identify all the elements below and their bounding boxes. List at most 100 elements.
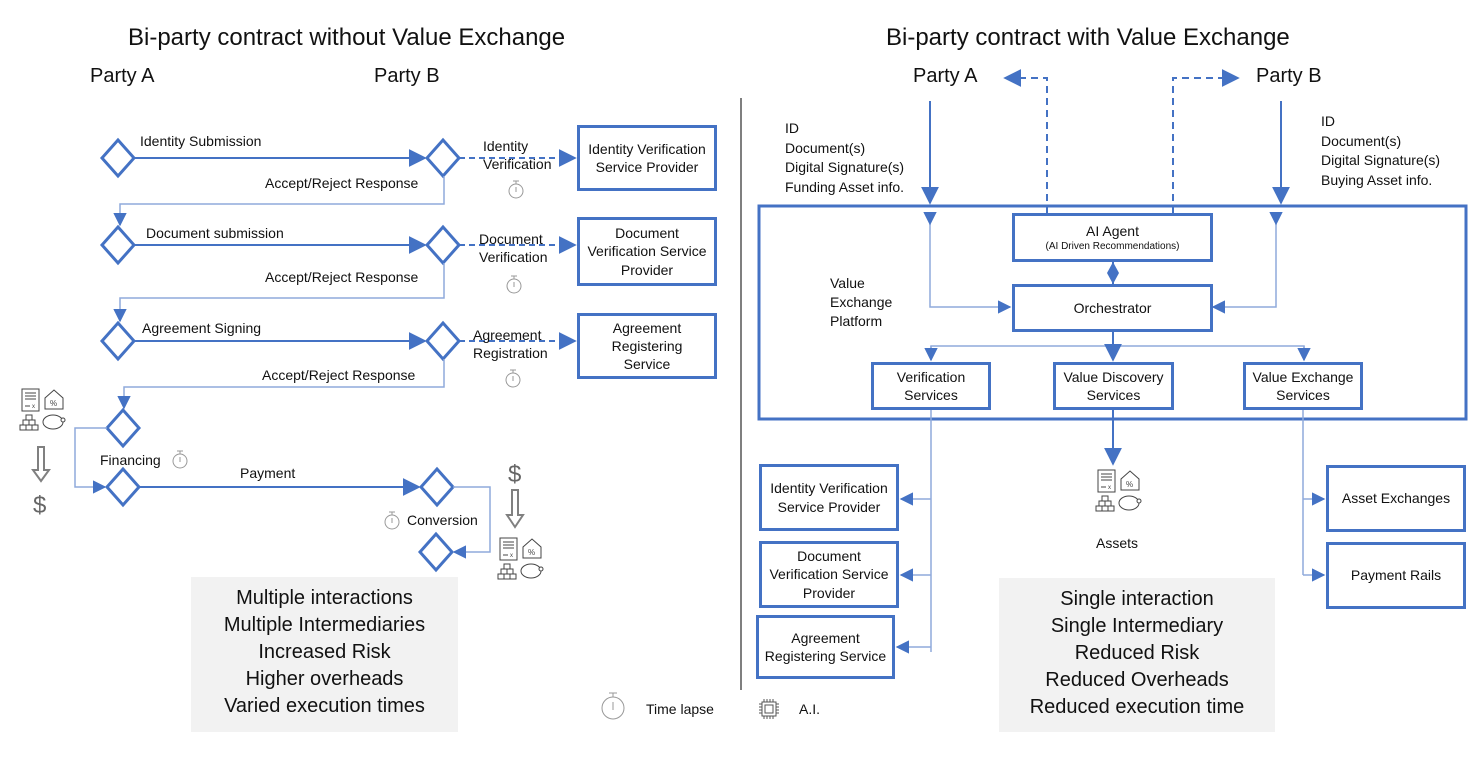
party-b-diamond-document: [424, 224, 462, 266]
ai-agent-label: AI Agent: [1086, 222, 1139, 239]
party-b-orchestrator-arrow: [1211, 211, 1283, 314]
value-discovery-services-box: Value Discovery Services: [1053, 362, 1174, 410]
provider-name: Document Verification Service Provider: [587, 225, 707, 278]
identity-verification-label: Identity Verification: [483, 138, 552, 172]
stopwatch-icon: [172, 450, 188, 469]
agreement-registration-label: Agreement Registration: [473, 327, 548, 361]
right-summary-panel: Single interaction Single Intermediary R…: [999, 578, 1275, 732]
ai-agent-sublabel: (AI Driven Recommendations): [1045, 241, 1180, 253]
input-item: ID: [1321, 113, 1335, 129]
left-summary-panel: Multiple interactions Multiple Intermedi…: [191, 577, 458, 732]
ai-to-party-a-arrow: [1003, 69, 1048, 213]
input-item: ID: [785, 120, 799, 136]
box-line: Services: [904, 387, 958, 403]
response-arrow-3: [117, 359, 445, 410]
box-line: Verification: [896, 368, 966, 385]
input-item: Funding Asset info.: [785, 178, 905, 195]
party-a-diamond-document: [99, 224, 137, 266]
provider-name: Identity Verification Service Provider: [770, 480, 888, 515]
payment-rails-box: Payment Rails: [1326, 542, 1466, 609]
assets-icon-conversion: [497, 537, 544, 580]
left-party-a: Party A: [90, 65, 155, 87]
party-a-diamond-identity: [99, 137, 137, 179]
right-party-a: Party A: [913, 65, 978, 87]
platform-label-line: Value: [830, 275, 865, 291]
document-verification-label: Document Verification: [479, 231, 548, 265]
box-line: Value Exchange: [1252, 368, 1354, 385]
assets-icon-left: [19, 388, 66, 431]
platform-label: Value Exchange Platform: [830, 274, 892, 331]
provider-name: Document Verification Service Provider: [769, 548, 889, 601]
ai-to-party-b-arrow: [1172, 69, 1240, 213]
box-line: Services: [1086, 387, 1141, 403]
accept-reject-label-2: Accept/Reject Response: [265, 269, 419, 285]
verification-services-box: Verification Services: [871, 362, 991, 410]
conversion-down-arrow-left: [31, 446, 51, 483]
ai-agent-box: AI Agent (AI Driven Recommendations): [1012, 213, 1213, 262]
left-diamonds: [99, 137, 462, 573]
document-verification-provider-box-right: Document Verification Service Provider: [759, 541, 899, 608]
stopwatch-legend-icon: [601, 692, 625, 720]
input-item: Document(s): [1321, 132, 1402, 149]
summary-line: Reduced execution time: [1029, 696, 1245, 718]
assets-label: Assets: [1096, 535, 1139, 551]
summary-line: Single interaction: [1060, 588, 1214, 610]
platform-label-line: Exchange: [830, 294, 893, 310]
stopwatch-icon: [506, 275, 522, 294]
box-label: Asset Exchanges: [1341, 490, 1451, 507]
response-arrow-2: [113, 263, 445, 323]
conversion-diamond: [417, 531, 455, 573]
provider-name: Agreement Registering Service: [764, 629, 887, 664]
response-arrow-1: [113, 176, 445, 227]
payment-start-diamond: [104, 466, 142, 508]
right-title: Bi-party contract with Value Exchange: [886, 24, 1290, 51]
agreement-registering-service-box: Agreement Registering Service: [577, 313, 717, 379]
left-title: Bi-party contract without Value Exchange: [128, 24, 566, 51]
accept-reject-label-3: Accept/Reject Response: [262, 367, 416, 383]
payment-end-diamond: [418, 466, 456, 508]
orchestrator-label: Orchestrator: [1073, 299, 1152, 316]
financing-arrow: [74, 427, 107, 494]
provider-name: Identity Verification Service Provider: [588, 140, 706, 175]
identity-submission-label: Identity Submission: [140, 133, 262, 149]
input-item: Document(s): [785, 139, 866, 156]
payment-label: Payment: [240, 465, 296, 481]
agreement-signing-label: Agreement Signing: [142, 320, 262, 336]
party-b-diamond-identity: [424, 137, 462, 179]
summary-line: Reduced Overheads: [1045, 669, 1229, 691]
input-item: Digital Signature(s): [785, 159, 905, 176]
right-party-b: Party B: [1256, 65, 1322, 87]
identity-verification-provider-box: Identity Verification Service Provider: [577, 125, 717, 191]
stopwatch-icon: [384, 511, 400, 530]
summary-line: Reduced Risk: [1074, 642, 1200, 664]
document-verification-provider-box: Document Verification Service Provider: [577, 217, 717, 286]
provider-name: Agreement Registering Service: [611, 319, 683, 373]
legend-ai: A.I.: [799, 701, 821, 717]
box-label: Payment Rails: [1350, 567, 1442, 584]
party-b-diamond-agreement: [424, 320, 462, 362]
orchestrator-box: Orchestrator: [1012, 284, 1213, 332]
box-line: Value Discovery: [1063, 368, 1164, 385]
party-a-inputs: ID Document(s) Digital Signature(s) Fund…: [785, 119, 904, 197]
dollar-icon-left: $: [33, 492, 46, 519]
party-a-diamond-agreement: [99, 320, 137, 362]
accept-reject-label-1: Accept/Reject Response: [265, 175, 419, 191]
value-exchange-services-box: Value Exchange Services: [1243, 362, 1363, 410]
financing-label: Financing: [100, 452, 161, 468]
conversion-arrow: [452, 486, 491, 559]
asset-exchanges-box: Asset Exchanges: [1326, 465, 1466, 532]
chip-legend-icon: [759, 699, 779, 719]
left-party-b: Party B: [374, 65, 440, 87]
summary-line: Varied execution times: [224, 695, 425, 717]
party-a-orchestrator-arrow: [923, 211, 1012, 314]
services-bus: [930, 345, 1305, 359]
stopwatch-icon: [508, 180, 524, 199]
box-line: Services: [1276, 387, 1330, 403]
stopwatch-icons: [172, 180, 625, 720]
platform-label-line: Platform: [830, 313, 883, 329]
conversion-down-arrow-right: [505, 489, 525, 529]
summary-line: Increased Risk: [258, 641, 391, 663]
stopwatch-icon: [505, 369, 521, 388]
input-item: Buying Asset info.: [1321, 171, 1433, 188]
